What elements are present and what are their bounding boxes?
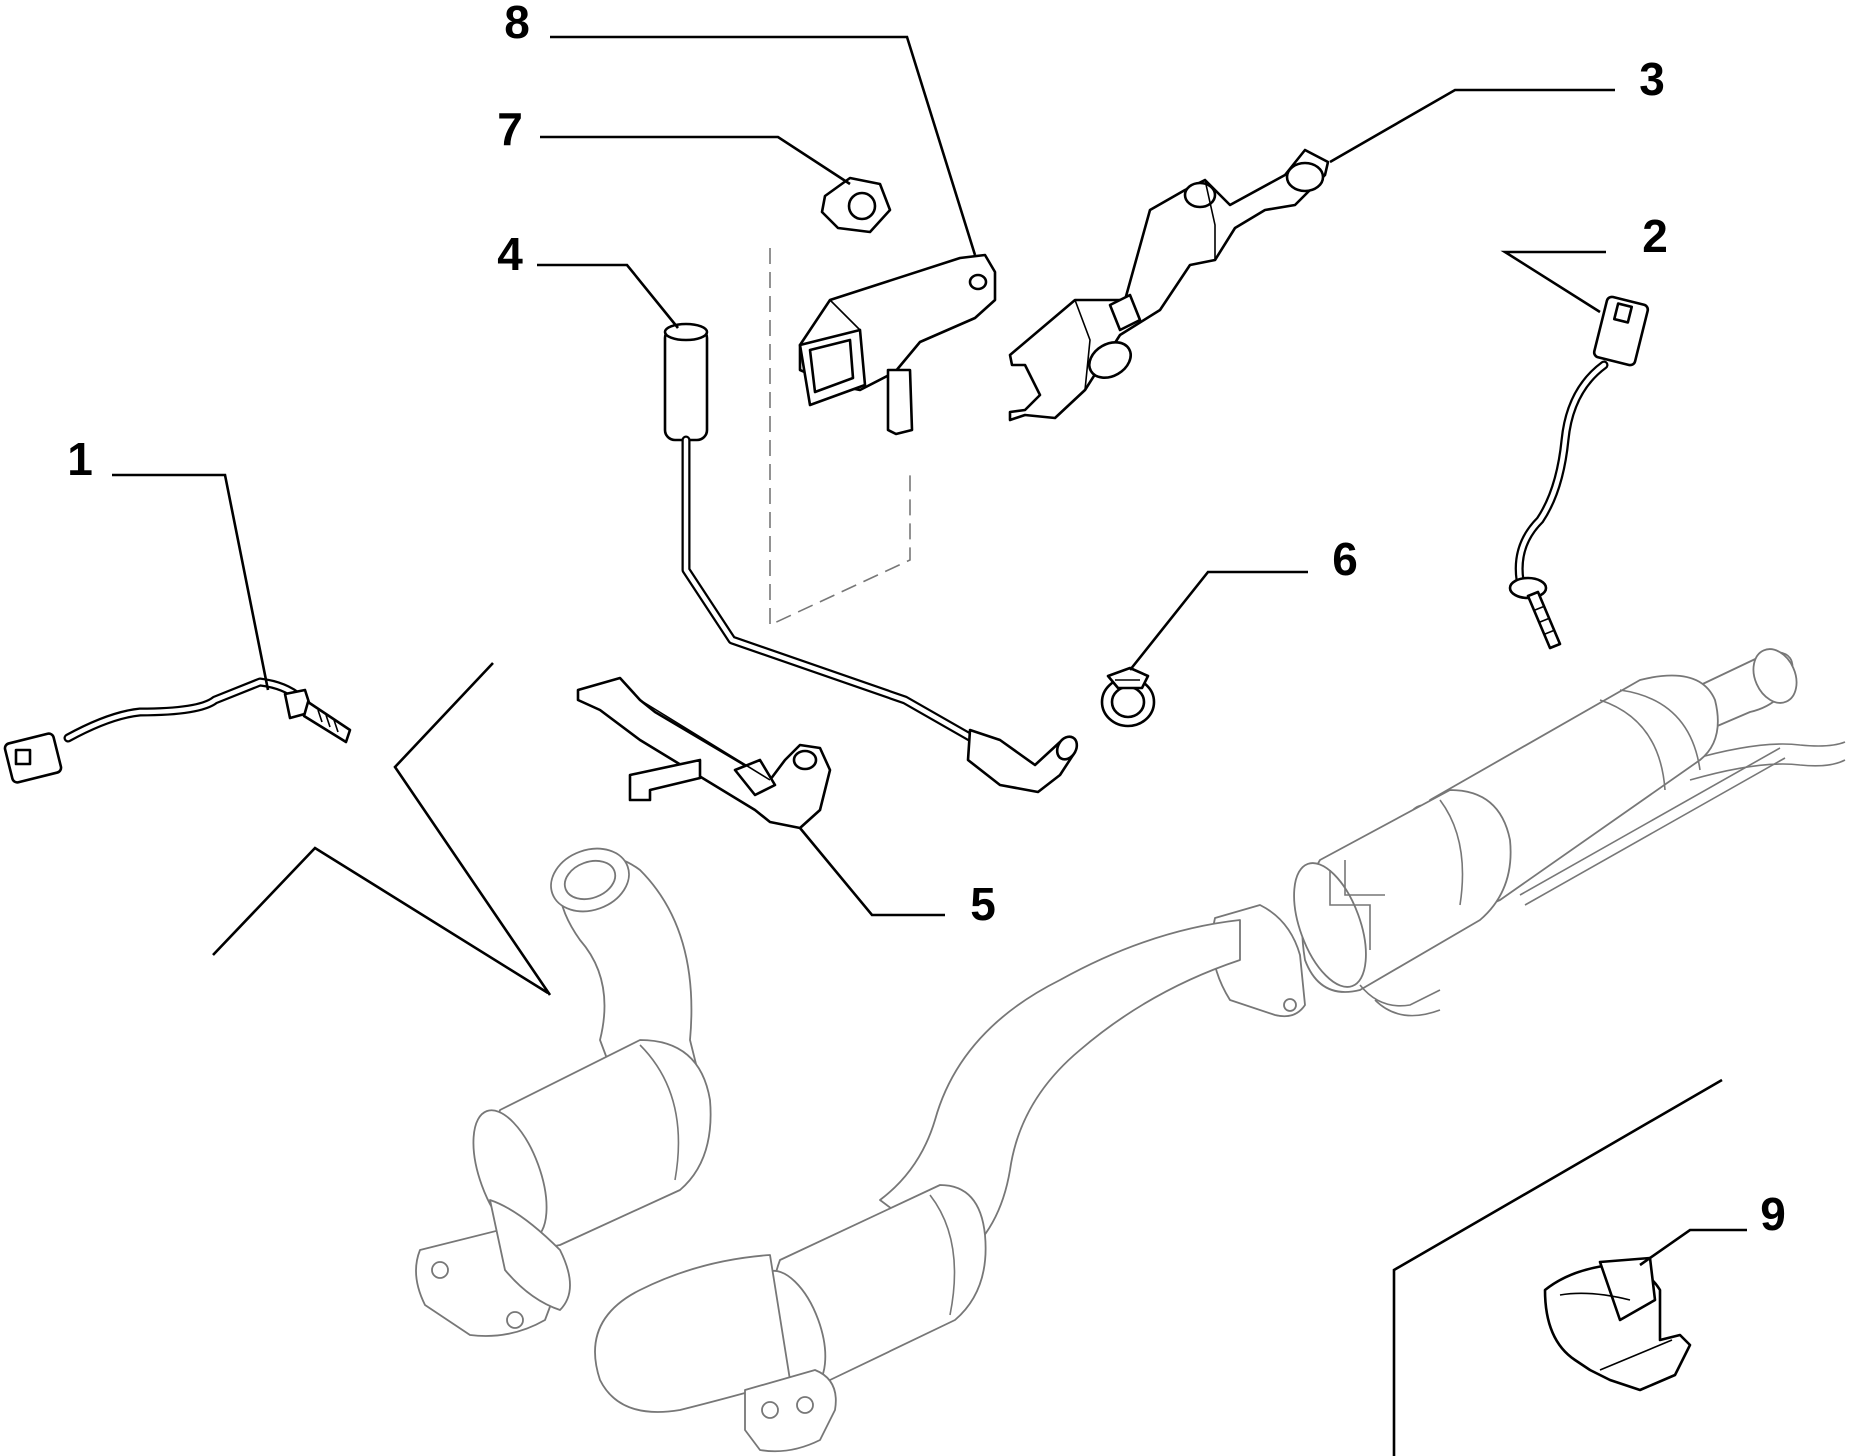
callout-4: 4 xyxy=(497,228,523,280)
callout-2: 2 xyxy=(1642,210,1668,262)
leader-lines xyxy=(112,35,1747,1267)
callout-9: 9 xyxy=(1760,1188,1786,1240)
exhaust-system xyxy=(415,648,1846,1453)
callout-1: 1 xyxy=(67,433,93,485)
part-7-nut xyxy=(820,176,892,234)
callout-3: 3 xyxy=(1639,53,1665,105)
callout-6: 6 xyxy=(1332,533,1358,585)
callout-8: 8 xyxy=(504,0,530,48)
part-5-sensor-bracket xyxy=(576,676,832,830)
callout-7: 7 xyxy=(497,103,523,155)
part-1-exhaust-temperature-sensor xyxy=(3,677,352,784)
callout-labels: 1 2 3 4 5 6 7 8 9 xyxy=(67,0,1786,1240)
part-6-hose-clamp xyxy=(1100,666,1156,728)
part-3-bracket xyxy=(1008,148,1330,422)
section-lines xyxy=(212,662,1723,1456)
part-4-pressure-hose xyxy=(663,248,1079,794)
part-2-exhaust-temperature-sensor xyxy=(1508,295,1650,650)
callout-5: 5 xyxy=(970,878,996,930)
part-9-pipe-clip xyxy=(1543,1256,1692,1392)
part-8-pressure-sensor xyxy=(798,253,997,436)
